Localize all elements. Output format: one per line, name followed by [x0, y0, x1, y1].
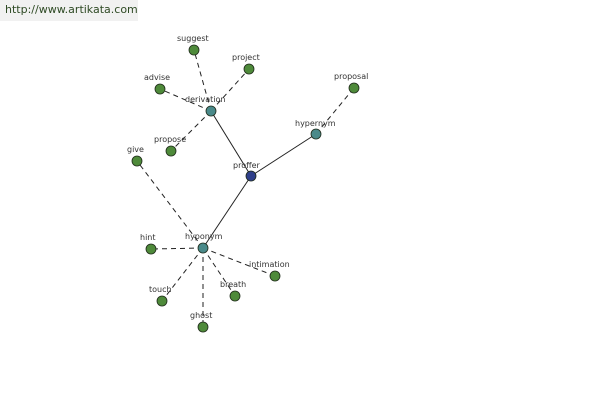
node-label-ghost[interactable]: ghost: [190, 311, 212, 320]
node-touch[interactable]: [156, 295, 168, 307]
node-advise[interactable]: [154, 83, 166, 95]
edge-hyponym-hint: [150, 247, 204, 250]
node-project[interactable]: [243, 63, 255, 75]
node-label-hyponym[interactable]: hyponym: [185, 232, 223, 241]
node-proposal[interactable]: [348, 82, 360, 94]
node-suggest[interactable]: [188, 44, 200, 56]
edge-derivation-advise: [159, 88, 212, 112]
node-ghost[interactable]: [197, 321, 209, 333]
graph-nodes: proffer derivation hypernym hyponym suggest p…: [127, 34, 368, 333]
node-derivation[interactable]: [205, 105, 217, 117]
edge-hypernym-proposal: [315, 87, 355, 135]
edge-proffer-derivation: [210, 110, 252, 177]
node-label-proffer[interactable]: proffer: [233, 161, 261, 170]
node-hint[interactable]: [145, 243, 157, 255]
edge-proffer-hypernym: [250, 133, 317, 177]
site-url[interactable]: http://www.artikata.com: [0, 0, 138, 21]
node-label-hint[interactable]: hint: [140, 233, 156, 242]
node-label-advise[interactable]: advise: [144, 73, 170, 82]
node-give[interactable]: [131, 155, 143, 167]
node-label-give[interactable]: give: [127, 145, 144, 154]
node-label-hypernym[interactable]: hypernym: [295, 119, 336, 128]
edge-derivation-propose: [170, 110, 212, 152]
edge-hyponym-give: [136, 160, 204, 249]
node-label-propose[interactable]: propose: [154, 135, 186, 144]
node-proffer[interactable]: [245, 170, 257, 182]
node-intimation[interactable]: [269, 270, 281, 282]
node-propose[interactable]: [165, 145, 177, 157]
edge-hyponym-touch: [161, 247, 204, 302]
node-breath[interactable]: [229, 290, 241, 302]
edge-derivation-project: [210, 68, 250, 112]
edge-derivation-suggest: [193, 49, 212, 112]
node-hyponym[interactable]: [197, 242, 209, 254]
node-label-derivation[interactable]: derivation: [185, 95, 225, 104]
edge-proffer-hyponym: [202, 175, 252, 249]
edge-hyponym-breath: [202, 247, 236, 297]
node-label-touch[interactable]: touch: [149, 285, 172, 294]
node-label-project[interactable]: project: [232, 53, 260, 62]
node-hypernym[interactable]: [310, 128, 322, 140]
edge-hyponym-intimation: [202, 247, 276, 277]
node-label-proposal[interactable]: proposal: [334, 72, 368, 81]
node-label-breath[interactable]: breath: [220, 280, 246, 289]
graph-edges: [136, 49, 355, 327]
node-label-suggest[interactable]: suggest: [177, 34, 209, 43]
node-label-intimation[interactable]: intimation: [249, 260, 290, 269]
